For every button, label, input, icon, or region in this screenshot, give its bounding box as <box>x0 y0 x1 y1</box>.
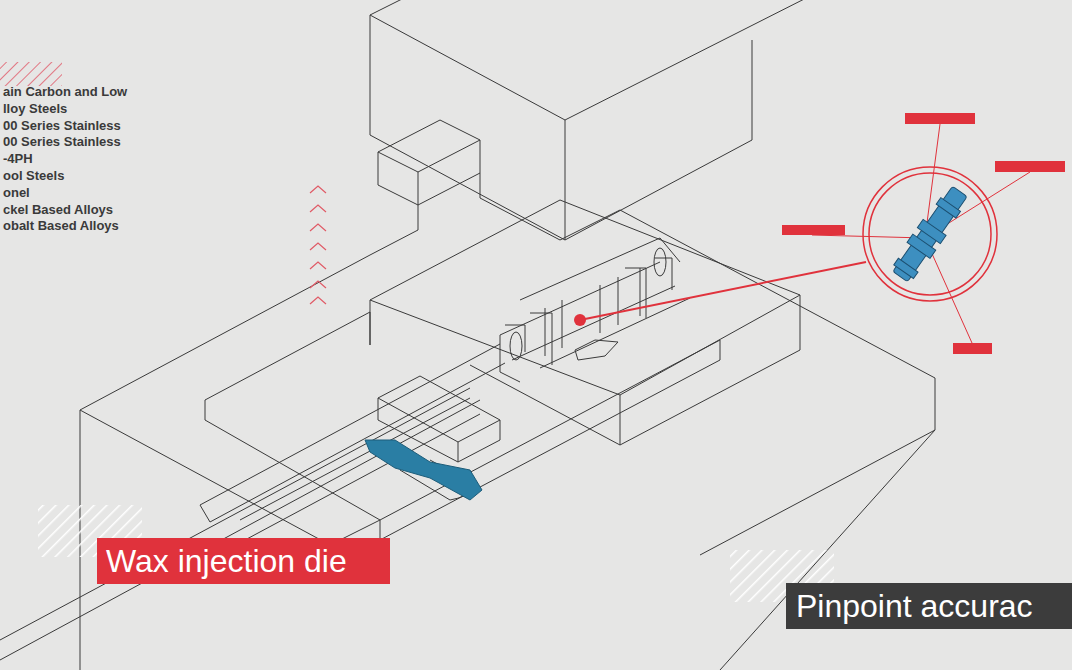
title-tag: Wax injection die <box>97 538 390 584</box>
material-item: 00 Series Stainless <box>3 134 121 150</box>
material-item: -4PH <box>3 151 33 167</box>
material-item: ool Steels <box>3 168 64 184</box>
tag-text: Wax injection die <box>106 545 347 577</box>
caption-tag: Pinpoint accurac <box>786 583 1072 629</box>
material-item: ain Carbon and Low <box>3 84 127 100</box>
material-item: ckel Based Alloys <box>3 202 113 218</box>
material-item: obalt Based Alloys <box>3 218 119 234</box>
material-item: 00 Series Stainless <box>3 118 121 134</box>
material-item: onel <box>3 185 30 201</box>
tag-text: Pinpoint accurac <box>796 590 1033 622</box>
material-item: lloy Steels <box>3 101 67 117</box>
